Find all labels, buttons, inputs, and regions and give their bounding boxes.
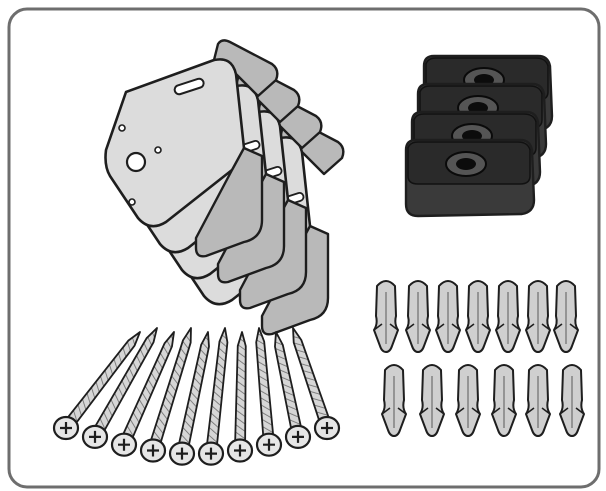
phillips-cross — [89, 430, 101, 443]
wall-plug — [455, 364, 481, 437]
wall-plug-group — [373, 280, 585, 437]
plug-fin — [465, 323, 491, 331]
phillips-cross — [292, 430, 304, 443]
plug-fin — [559, 407, 585, 415]
wall-plug — [465, 280, 491, 353]
plug-fin — [381, 407, 407, 415]
plug-fin — [419, 407, 445, 415]
phillips-cross — [263, 438, 275, 451]
screw-thread — [234, 331, 247, 444]
screw-shaft — [234, 331, 247, 444]
plug-fin — [491, 407, 517, 415]
spacer-pad-group — [404, 54, 554, 218]
wood-screw — [168, 331, 210, 466]
plug-fin — [495, 323, 521, 331]
bracket-pin-hole — [128, 198, 136, 206]
wall-plug — [491, 364, 517, 437]
rubber-spacer-pad — [404, 138, 536, 218]
bracket-flange — [212, 39, 279, 98]
bracket-pin-hole — [154, 146, 162, 154]
wood-screw — [255, 327, 283, 457]
plug-fin — [455, 407, 481, 415]
plug-fin — [405, 323, 431, 331]
bracket-slot — [173, 77, 205, 96]
wood-screw — [139, 327, 192, 463]
phillips-cross — [321, 422, 333, 434]
phillips-cross — [147, 444, 159, 457]
wood-screw — [110, 331, 175, 457]
wood-screw — [197, 327, 229, 466]
wall-plug — [553, 280, 579, 353]
wall-plug — [419, 364, 445, 437]
plug-fin — [435, 323, 461, 331]
wood-screw — [226, 331, 254, 463]
plug-fin — [525, 323, 551, 331]
wood-screw — [81, 327, 158, 449]
screw-group — [52, 327, 341, 466]
wood-screw — [292, 327, 341, 441]
bracket-pin-hole — [118, 124, 126, 132]
bracket-leg — [194, 146, 264, 258]
plug-fin — [525, 407, 551, 415]
pad-hole — [456, 158, 476, 170]
bracket-hole — [125, 151, 147, 173]
plug-fin — [373, 323, 399, 331]
wall-plug — [435, 280, 461, 353]
phillips-cross — [176, 447, 188, 460]
wall-plug — [495, 280, 521, 353]
wood-screw — [52, 331, 141, 441]
wall-plug — [405, 280, 431, 353]
plug-fin — [553, 323, 579, 331]
wood-screw — [274, 331, 312, 449]
wall-plug — [559, 364, 585, 437]
wall-plug — [381, 364, 407, 437]
wall-plug — [373, 280, 399, 353]
phillips-cross — [205, 447, 217, 460]
metal-angle-bracket — [104, 39, 279, 258]
wall-plug — [525, 364, 551, 437]
bracket-group — [104, 39, 345, 336]
phillips-cross — [118, 438, 130, 451]
wall-plug — [525, 280, 551, 353]
phillips-cross — [234, 444, 246, 457]
phillips-cross — [60, 422, 72, 434]
